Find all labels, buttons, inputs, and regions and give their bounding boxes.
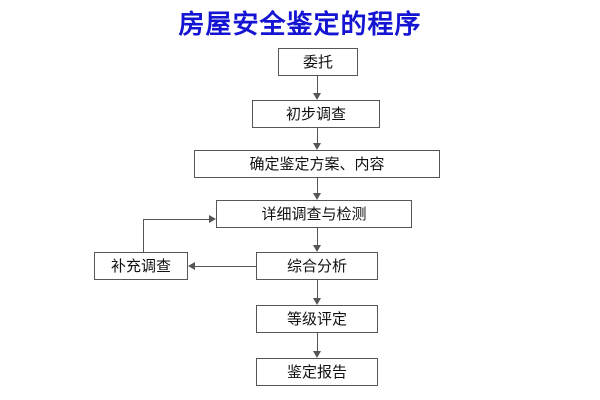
- node-weituo[interactable]: 委托: [278, 48, 358, 76]
- edge-xiangxi-to-zonghe-line: [317, 228, 318, 245]
- node-queding-jianding-fangan-neirong[interactable]: 确定鉴定方案、内容: [194, 150, 440, 178]
- node-label: 等级评定: [286, 309, 347, 328]
- edge-zonghe-to-dengji-arrow-icon: [313, 298, 321, 305]
- edge-dengji-to-baogao-arrow-icon: [313, 351, 321, 358]
- edge-buchong-to-xiangxi-arrow-icon: [209, 215, 216, 223]
- edge-zonghe-to-dengji-line: [317, 280, 318, 298]
- edge-chubu-to-fangan-arrow-icon: [313, 143, 321, 150]
- edge-chubu-to-fangan-line: [317, 128, 318, 143]
- node-chubu-diaocha[interactable]: 初步调查: [252, 100, 380, 128]
- edge-dengji-to-baogao-line: [317, 333, 318, 351]
- node-label: 鉴定报告: [286, 362, 347, 381]
- node-label: 委托: [302, 52, 333, 71]
- node-label: 确定鉴定方案、内容: [249, 154, 385, 173]
- edge-xiangxi-to-zonghe-arrow-icon: [313, 245, 321, 252]
- node-jianding-baogao[interactable]: 鉴定报告: [256, 358, 378, 386]
- edge-weituo-to-chubu-line: [317, 76, 318, 93]
- edge-fangan-to-xiangxi-line: [317, 178, 318, 193]
- node-label: 详细调查与检测: [261, 204, 367, 223]
- page-title: 房屋安全鉴定的程序: [178, 10, 422, 40]
- edge-buchong-to-xiangxi-vertical: [143, 219, 144, 252]
- node-label: 综合分析: [286, 256, 347, 275]
- node-xiangxi-diaocha-yu-jiance[interactable]: 详细调查与检测: [216, 200, 412, 228]
- edge-buchong-to-xiangxi-horizontal: [143, 219, 209, 220]
- edge-fangan-to-xiangxi-arrow-icon: [313, 193, 321, 200]
- edge-zonghe-to-buchong-arrow-icon: [188, 262, 195, 270]
- node-label: 初步调查: [285, 104, 346, 123]
- node-zonghe-fenxi[interactable]: 综合分析: [256, 252, 378, 280]
- edge-zonghe-to-buchong-line: [195, 266, 256, 267]
- node-label: 补充调查: [110, 256, 171, 275]
- node-buchong-diaocha[interactable]: 补充调查: [94, 252, 188, 280]
- node-dengji-pingding[interactable]: 等级评定: [256, 305, 378, 333]
- edge-weituo-to-chubu-arrow-icon: [313, 93, 321, 100]
